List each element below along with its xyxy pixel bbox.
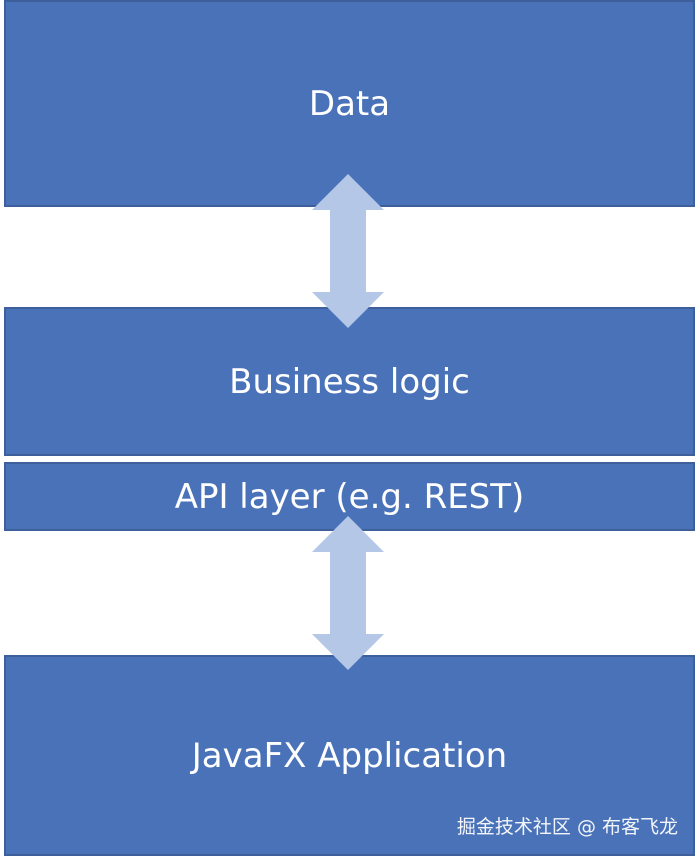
data-layer-box: Data bbox=[4, 0, 695, 207]
watermark-text: 掘金技术社区 @ 布客飞龙 bbox=[456, 816, 678, 838]
api-layer-label: API layer (e.g. REST) bbox=[174, 476, 525, 517]
double-arrow-data-business-icon bbox=[312, 174, 384, 328]
data-layer-label: Data bbox=[308, 83, 391, 124]
javafx-application-layer-label: JavaFX Application bbox=[191, 735, 508, 776]
business-logic-layer-box: Business logic bbox=[4, 307, 695, 456]
business-logic-layer-label: Business logic bbox=[229, 361, 470, 402]
double-arrow-api-app-icon bbox=[312, 516, 384, 670]
javafx-application-layer-box: JavaFX Application bbox=[4, 655, 695, 856]
